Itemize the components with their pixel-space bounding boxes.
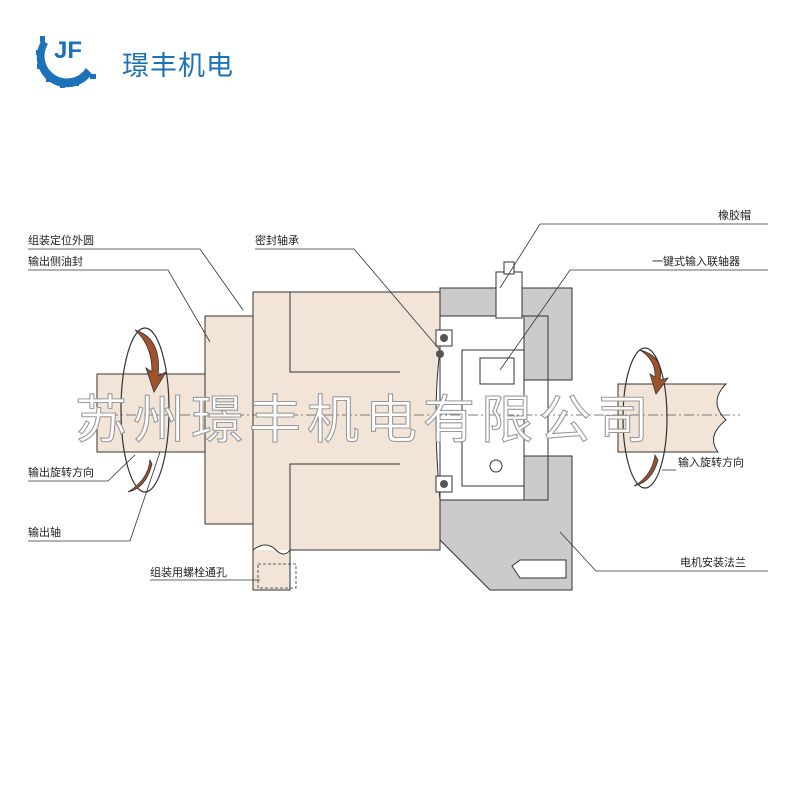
label-key-coupling: 一键式输入联轴器: [652, 254, 740, 268]
label-locating-circle: 组装定位外圆: [28, 233, 94, 247]
watermark-text: 苏州璟丰机电有限公司: [75, 391, 655, 451]
label-assembly-bolt-hole: 组装用螺栓通孔: [150, 565, 227, 579]
bolt-hole: [257, 563, 297, 589]
input-shaft: [617, 383, 728, 453]
seal-bearing-ball: [436, 350, 444, 358]
input-rotation-arrow-icon: [622, 347, 669, 489]
label-seal-bearing: 密封轴承: [255, 233, 299, 247]
brand-name: 璟丰机电: [122, 51, 234, 82]
label-motor-flange: 电机安装法兰: [680, 555, 746, 569]
brand-logo-icon: JF: [36, 36, 96, 88]
front-collar: [204, 315, 254, 525]
logo-text: JF: [54, 37, 82, 64]
label-output-shaft: 输出轴: [28, 525, 61, 539]
label-input-rotation: 输入旋转方向: [678, 455, 744, 469]
output-rotation-arrow-icon: [120, 327, 170, 493]
label-output-oil-seal: 输出侧油封: [28, 254, 83, 268]
label-output-rotation: 输出旋转方向: [28, 465, 94, 479]
rubber-cap: [495, 271, 523, 319]
label-rubber-cap: 橡胶帽: [718, 208, 751, 222]
